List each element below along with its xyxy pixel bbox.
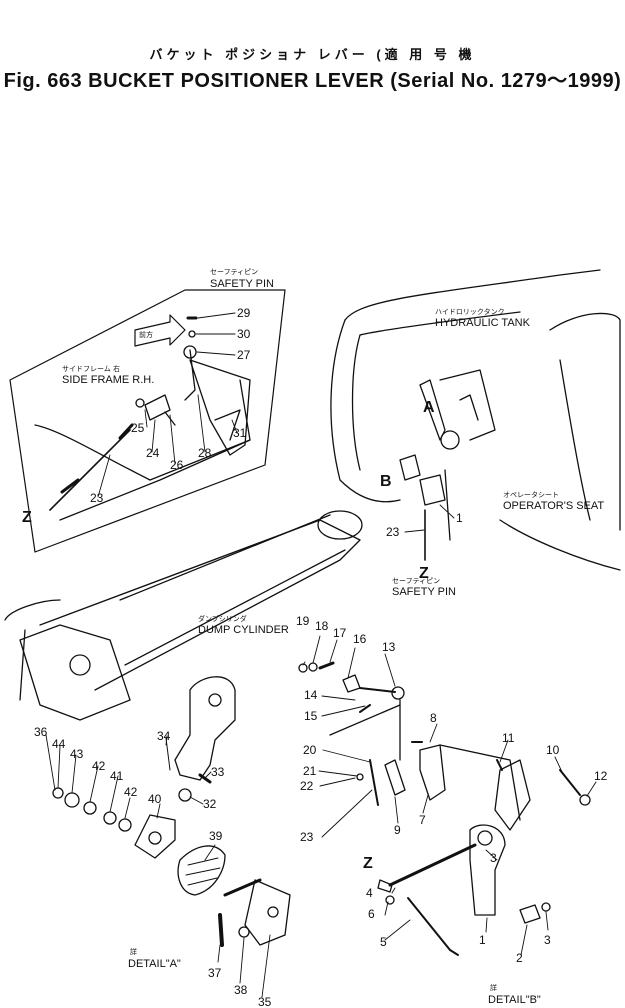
part-number: 1 [456,511,463,525]
hydraulic-tank-label: HYDRAULIC TANK [435,317,531,329]
part-number: 4 [366,886,373,900]
part-number: 2 [516,951,523,965]
part-number: 8 [430,711,437,725]
safety-pin-label-2: SAFETY PIN [392,586,456,598]
part-number: 34 [157,729,171,743]
part-number: 25 [131,421,145,435]
part-number: 44 [52,737,66,751]
inset-side-frame [34,349,251,521]
part-number: 42 [92,759,106,773]
part-number: 23 [386,525,400,539]
part-number: 43 [70,747,84,761]
safety-pin-label: SAFETY PIN [210,278,274,290]
lever-assembly [399,379,479,561]
part-number: 24 [146,446,160,460]
part-number: 10 [546,743,560,757]
part-number: 17 [333,626,347,640]
part-number-callouts: 29 30 27 25 24 26 28 31 23 23 1 34 33 32… [34,306,608,1008]
part-number: 31 [233,426,247,440]
detail-b-jp-label: 詳 [490,983,497,992]
part-number: 6 [368,907,375,921]
part-number: 13 [382,640,396,654]
detail-a-jp-label: 詳 [130,947,137,956]
part-number: 23 [300,830,314,844]
title-english: Fig. 663 BUCKET POSITIONER LEVER (Serial… [3,70,622,92]
view-z-label-2: Z [419,565,429,582]
operators-seat [499,312,621,571]
part-number: 12 [594,769,608,783]
view-z-label-3: Z [363,855,373,872]
dump-cylinder-label: DUMP CYLINDER [198,624,289,636]
part-number: 18 [315,619,329,633]
part-number: 35 [258,995,272,1008]
part-number: 5 [380,935,387,949]
part-number: 39 [209,829,223,843]
leader-lines [45,312,597,998]
detail-b-parts [298,661,591,956]
part-number: 14 [304,688,318,702]
part-number: 23 [90,491,104,505]
part-number: 28 [198,446,212,460]
detail-b-label: DETAIL"B" [488,994,541,1006]
part-number: 32 [203,797,217,811]
part-number: 1 [479,933,486,947]
part-number: 42 [124,785,138,799]
part-number: 26 [170,458,184,472]
inset-pin-parts [49,316,198,511]
part-number: 37 [208,966,222,980]
detail-a-bracket [174,676,236,781]
detail-a-parts [52,737,291,947]
part-number: 22 [300,779,314,793]
part-number: 30 [237,327,251,341]
part-number: 3 [544,933,551,947]
safety-pin-jp-label-2: セーフティピン [392,577,440,585]
title-japanese: バケット ポジショナ レバー (適 用 号 機 [149,47,476,62]
dump-cylinder-jp-label: ダンプシリンダ [198,614,247,623]
view-b-label: B [380,473,392,490]
view-a-label: A [423,399,435,416]
part-number: 16 [353,632,367,646]
detail-a-label: DETAIL"A" [128,958,181,970]
inset-frame [9,289,286,553]
part-number: 9 [394,823,401,837]
side-frame-label: SIDE FRAME R.H. [62,374,154,386]
side-frame-jp-label: サイドフレーム 右 [62,364,120,373]
part-number: 21 [303,764,317,778]
hydraulic-tank-jp-label: ハイドロリックタンク [435,307,505,316]
operators-seat-jp-label: オペレータシート [503,490,559,499]
safety-pin-jp-label: セーフティピン [210,268,258,276]
part-number: 41 [110,769,124,783]
part-number: 15 [304,709,318,723]
part-number: 20 [303,743,317,757]
hydraulic-tank [330,269,601,503]
part-number: 27 [237,348,251,362]
part-number: 3 [490,851,497,865]
part-number: 40 [148,792,162,806]
part-number: 38 [234,983,248,997]
front-arrow-icon [134,314,186,347]
part-number: 11 [502,731,515,745]
part-number: 36 [34,725,48,739]
part-number: 33 [211,765,225,779]
front-arrow-label: 前方 [139,330,153,339]
part-number: 29 [237,306,251,320]
view-z-label: Z [22,509,32,526]
part-number: 19 [296,614,310,628]
operators-seat-label: OPERATOR'S SEAT [503,500,604,512]
part-number: 7 [419,813,426,827]
dump-cylinder [4,510,363,721]
